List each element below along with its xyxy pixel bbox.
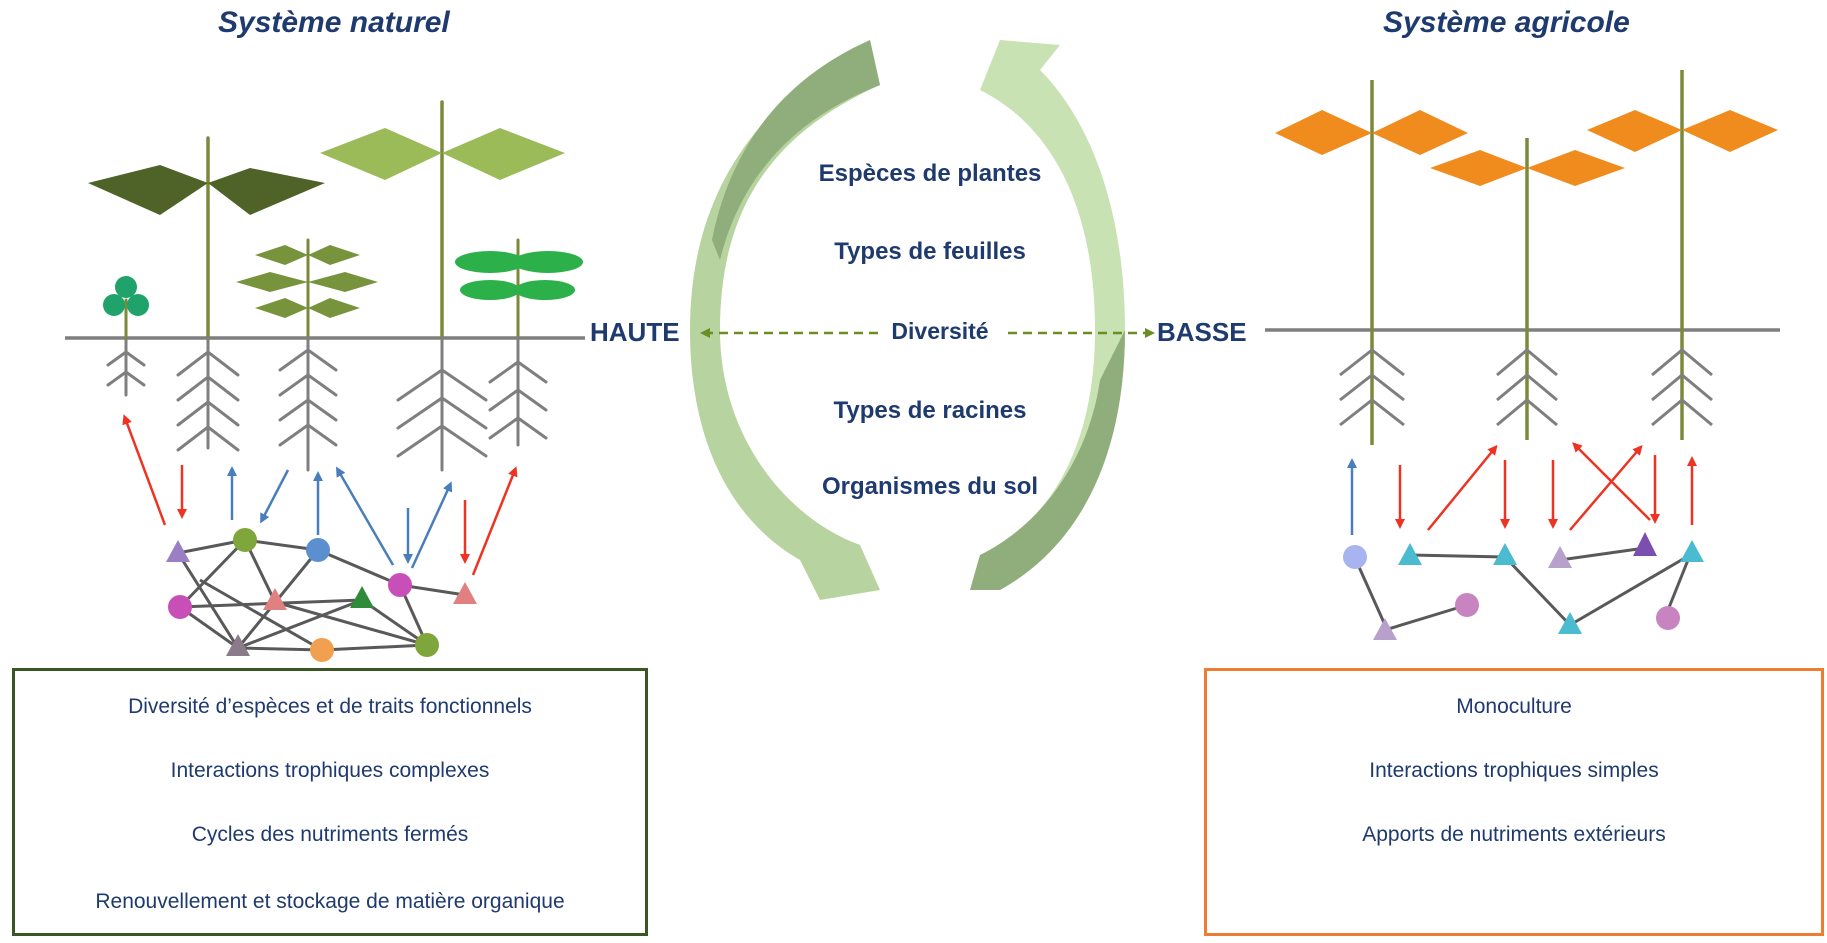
center-label-diversity: Diversité [891, 318, 989, 344]
agricultural-system-title: Système agricole [1383, 6, 1630, 39]
soil-organism [166, 540, 190, 562]
natural-box-line: Cycles des nutriments fermés [191, 823, 469, 846]
soil-organism [1680, 540, 1704, 562]
soil-organism [1558, 612, 1582, 634]
soil-organism [263, 588, 287, 610]
cycle-arrows [690, 40, 1125, 600]
soil-organism [310, 638, 334, 662]
soil-organism [453, 582, 477, 604]
center-label-leaf-types: Types de feuilles [834, 238, 1026, 265]
crop-plant [1430, 138, 1625, 440]
oval-leaf-plant [455, 238, 583, 447]
dark-leaf-plant [88, 136, 325, 452]
soil-organism [1548, 546, 1572, 568]
agricultural-box-line: Monoculture [1456, 695, 1572, 718]
soil-organism [1343, 545, 1367, 569]
diversity-high-label: HAUTE [590, 317, 680, 347]
soil-organism [233, 528, 257, 552]
soil-organism [1633, 532, 1657, 556]
crop-plant [1275, 80, 1468, 445]
soil-organism [1398, 543, 1422, 565]
center-label-root-types: Types de racines [833, 397, 1027, 424]
natural-soil-web [166, 528, 477, 662]
cycle-arrow-right-bottom [970, 330, 1125, 590]
agricultural-plants [1275, 70, 1778, 445]
soil-organism [1373, 618, 1397, 640]
agricultural-system-box: Monoculture Interactions trophiques simp… [1204, 668, 1824, 936]
natural-box-line: Renouvellement et stockage de matière or… [95, 890, 565, 913]
soil-organism [1656, 606, 1680, 630]
natural-box-line: Interactions trophiques complexes [170, 759, 490, 782]
soil-organism [415, 633, 439, 657]
natural-system-title: Système naturel [218, 6, 450, 39]
soil-organism [350, 586, 374, 608]
natural-flow-arrows [122, 414, 518, 576]
soil-organism [168, 595, 192, 619]
tall-light-leaf-plant [320, 100, 565, 472]
natural-box-line: Diversité d’espèces et de traits fonctio… [128, 695, 532, 718]
agricultural-box-line: Apports de nutriments extérieurs [1362, 823, 1666, 846]
soil-organism [388, 573, 412, 597]
center-label-plant-species: Espèces de plantes [818, 160, 1042, 187]
agricultural-soil-web [1343, 532, 1704, 640]
natural-plants [88, 100, 583, 472]
agricultural-box-line: Interactions trophiques simples [1369, 759, 1659, 782]
soil-organism [306, 538, 330, 562]
soil-organism [1493, 543, 1517, 565]
crop-plant [1587, 70, 1778, 440]
diversity-low-label: BASSE [1157, 317, 1247, 347]
multi-leaf-plant [236, 238, 378, 472]
clover-plant [103, 276, 149, 397]
natural-system-box: Diversité d’espèces et de traits fonctio… [12, 668, 648, 936]
cycle-arrow-left-top [712, 40, 880, 260]
center-label-soil-organisms: Organismes du sol [821, 473, 1039, 500]
soil-organism [226, 634, 250, 656]
agricultural-flow-arrows [1347, 442, 1697, 535]
soil-organism [1455, 593, 1479, 617]
